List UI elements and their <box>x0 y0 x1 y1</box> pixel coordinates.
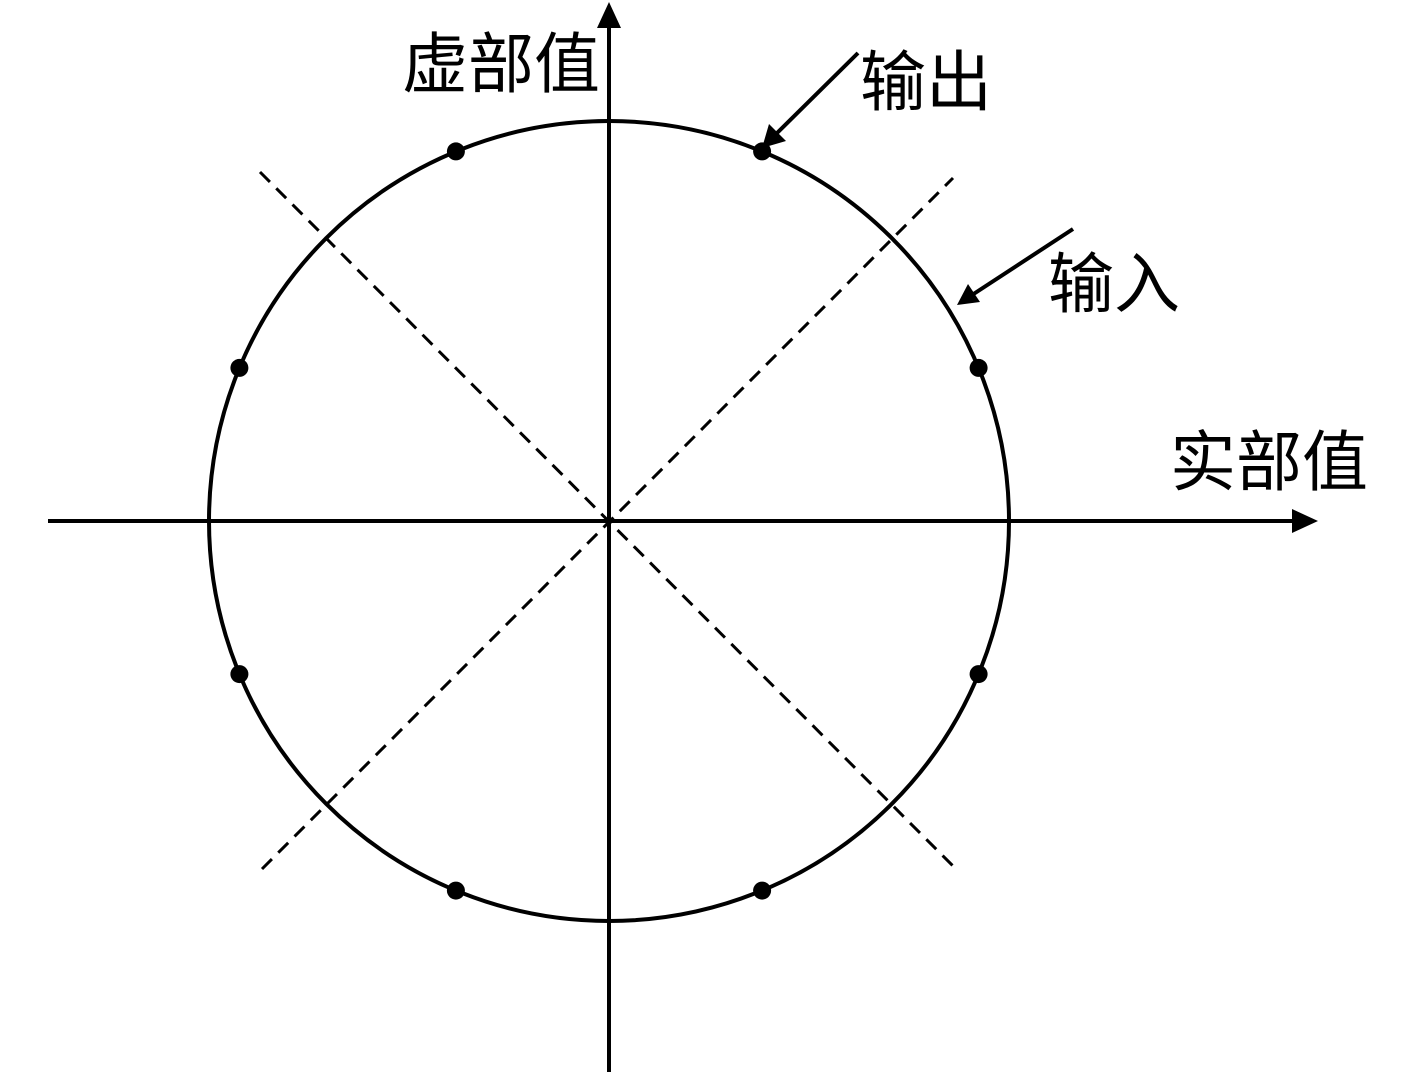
output-point-4 <box>753 881 772 900</box>
output-point-7 <box>230 358 249 377</box>
output-pointer-arrow <box>771 51 860 139</box>
output-point-8 <box>446 142 465 161</box>
output-point-1 <box>753 142 772 161</box>
input-pointer-arrow <box>970 227 1075 297</box>
output-points <box>230 142 988 900</box>
input-label: 输入 <box>1048 246 1180 323</box>
imaginary-axis-label: 虚部值 <box>402 26 600 103</box>
real-axis-label: 实部值 <box>1170 424 1368 501</box>
output-point-3 <box>969 665 988 684</box>
output-point-5 <box>446 881 465 900</box>
output-point-6 <box>230 665 249 684</box>
output-label: 输出 <box>860 44 992 121</box>
input-pointer-arrowhead <box>957 284 980 305</box>
imaginary-axis-arrowhead <box>597 2 621 28</box>
real-axis-arrowhead <box>1292 509 1318 533</box>
output-pointer-arrowhead <box>762 124 786 148</box>
output-point-2 <box>969 358 988 377</box>
